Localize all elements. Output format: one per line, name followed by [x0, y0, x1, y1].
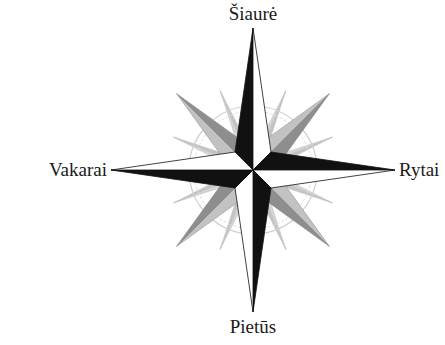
direction-label: Pietūs: [230, 316, 276, 338]
cardinal-points: [111, 28, 395, 312]
rose-figure: [111, 28, 395, 312]
direction-label: Rytai: [399, 159, 439, 181]
direction-label: Šiaurė: [229, 3, 278, 25]
direction-label: Vakarai: [49, 159, 107, 181]
